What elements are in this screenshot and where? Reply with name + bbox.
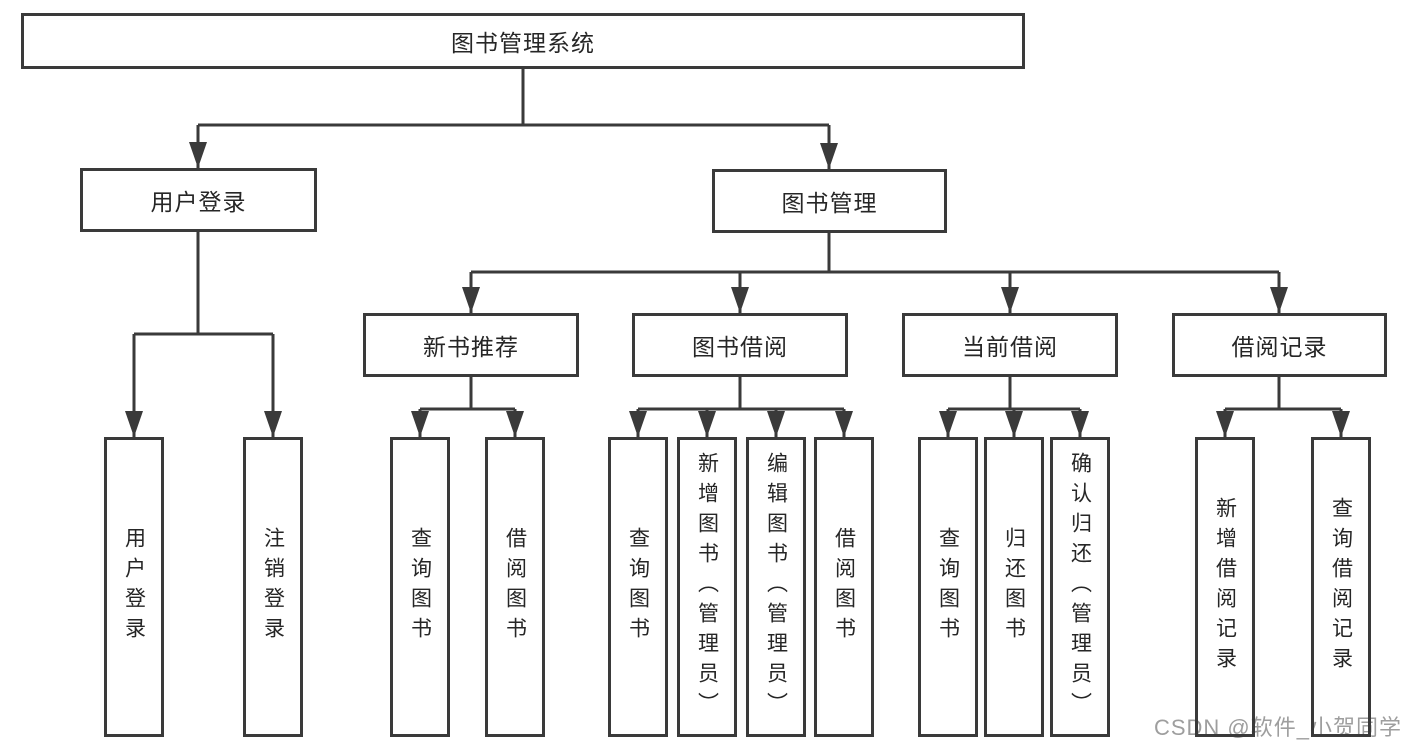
leaf-query-books: 查询图书 [390, 437, 450, 737]
connector-book-management [462, 233, 1288, 313]
node-book-borrow: 图书借阅 [632, 313, 848, 377]
leaf-return-books: 归还图书 [984, 437, 1044, 737]
leaf-label: 编辑图书（管理员） [764, 452, 788, 722]
leaf-label: 查询图书 [936, 527, 960, 647]
node-borrow-records: 借阅记录 [1172, 313, 1387, 377]
node-user-login: 用户登录 [80, 168, 317, 232]
connector-book-borrow [629, 377, 853, 437]
connector-user-login [125, 232, 282, 437]
leaf-borrow-books: 借阅图书 [485, 437, 545, 737]
leaf-borrow-books: 借阅图书 [814, 437, 874, 737]
leaf-label: 借阅图书 [503, 527, 527, 647]
node-new-book-recommend: 新书推荐 [363, 313, 579, 377]
leaf-label: 查询图书 [626, 527, 650, 647]
leaf-confirm-return-admin: 确认归还（管理员） [1050, 437, 1110, 737]
leaf-logout: 注销登录 [243, 437, 303, 737]
connector-root [189, 69, 838, 169]
leaf-label: 查询图书 [408, 527, 432, 647]
connector-borrow-records [1216, 377, 1350, 437]
leaf-add-borrow-record: 新增借阅记录 [1195, 437, 1255, 737]
node-root: 图书管理系统 [21, 13, 1025, 69]
node-book-management: 图书管理 [712, 169, 947, 233]
leaf-query-borrow-record: 查询借阅记录 [1311, 437, 1371, 737]
connector-current-borrow [939, 377, 1089, 437]
leaf-label: 新增借阅记录 [1213, 497, 1237, 677]
leaf-edit-book-admin: 编辑图书（管理员） [746, 437, 806, 737]
leaf-user-login: 用户登录 [104, 437, 164, 737]
leaf-add-book-admin: 新增图书（管理员） [677, 437, 737, 737]
leaf-query-books: 查询图书 [608, 437, 668, 737]
leaf-label: 注销登录 [261, 527, 285, 647]
node-current-borrow: 当前借阅 [902, 313, 1118, 377]
connector-new-book-recommend [411, 377, 524, 437]
leaf-label: 确认归还（管理员） [1068, 452, 1092, 722]
leaf-label: 查询借阅记录 [1329, 497, 1353, 677]
leaf-query-books: 查询图书 [918, 437, 978, 737]
leaf-label: 用户登录 [122, 527, 146, 647]
leaf-label: 归还图书 [1002, 527, 1026, 647]
leaf-label: 新增图书（管理员） [695, 452, 719, 722]
leaf-label: 借阅图书 [832, 527, 856, 647]
